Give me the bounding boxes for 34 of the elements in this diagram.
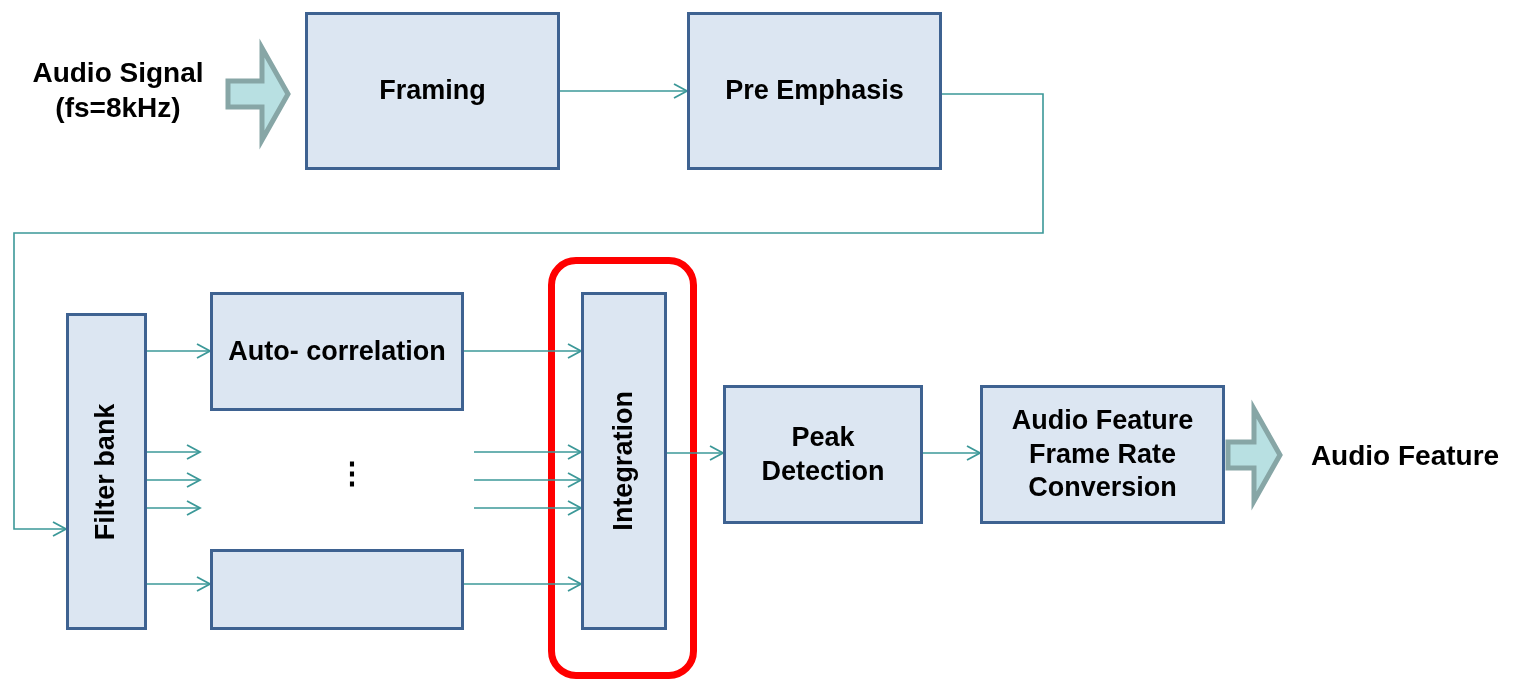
arrow [146, 576, 211, 592]
arrow [13, 93, 1044, 537]
arrow [463, 343, 582, 359]
arrow [922, 445, 981, 461]
ellipsis: ⋮ [337, 458, 367, 488]
box-label: Peak Detection [760, 420, 886, 488]
block-arrow [1225, 399, 1283, 511]
arrow [146, 444, 201, 460]
arrow [559, 83, 688, 99]
arrow [146, 500, 201, 516]
process-box [305, 12, 560, 170]
arrow [473, 472, 582, 488]
arrow [463, 576, 582, 592]
box-label: Auto- correlation [227, 334, 447, 368]
process-box [687, 12, 942, 170]
box-label: Audio Feature Frame Rate Conversion [1010, 403, 1195, 505]
arrow [146, 343, 211, 359]
box-label: Framing [378, 74, 487, 108]
arrow [146, 472, 201, 488]
process-box [723, 385, 923, 524]
box-label: Pre Emphasis [724, 74, 905, 108]
box-label: Integration [607, 391, 640, 531]
empty-box [210, 549, 464, 630]
arrow [473, 444, 582, 460]
block-arrow [225, 38, 291, 150]
process-box [581, 292, 667, 630]
text-label: Audio Signal (fs=8kHz) [28, 52, 208, 128]
box-label: Filter bank [89, 403, 122, 540]
arrow [666, 445, 724, 461]
process-box [66, 313, 147, 630]
process-box [980, 385, 1225, 524]
process-box [210, 292, 464, 411]
text-label: Audio Feature [1300, 430, 1510, 480]
arrow [473, 500, 582, 516]
